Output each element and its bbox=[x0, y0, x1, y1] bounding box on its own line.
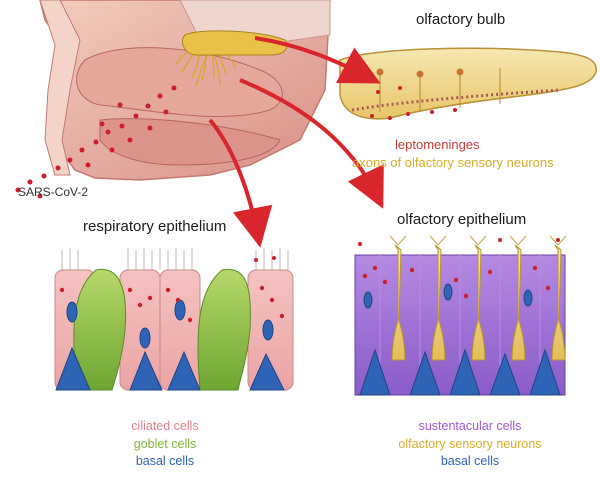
label-sars-cov-2: SARS-CoV-2 bbox=[18, 185, 89, 199]
legend-ciliated-cells: ciliated cells bbox=[131, 419, 199, 433]
virus-particles-respiratory bbox=[59, 256, 285, 323]
legend-respiratory: ciliated cells goblet cells basal cells bbox=[100, 420, 230, 468]
label-respiratory-epithelium: respiratory epithelium bbox=[83, 218, 227, 235]
legend-basal-cells-left: basal cells bbox=[135, 454, 195, 468]
arrow-to-respiratory-epithelium bbox=[208, 118, 273, 248]
legend-basal-cells-right: basal cells bbox=[440, 454, 500, 468]
label-olfactory-epithelium: olfactory epithelium bbox=[397, 211, 527, 228]
arrow-to-olfactory-epithelium bbox=[239, 78, 384, 209]
nasal-cavity-illustration bbox=[15, 0, 331, 199]
label-leptomeninges: leptomeninges bbox=[395, 137, 480, 152]
olfactory-bulb-detail bbox=[339, 47, 598, 120]
legend-sustentacular-cells: sustentacular cells bbox=[418, 419, 522, 433]
label-axons: axons of olfactory sensory neurons bbox=[352, 155, 554, 170]
legend-goblet-cells: goblet cells bbox=[133, 436, 197, 451]
label-olfactory-bulb: olfactory bulb bbox=[416, 11, 506, 28]
virus-particles-airway bbox=[15, 85, 177, 199]
olfactory-epithelium-panel bbox=[354, 235, 567, 396]
arrow-to-bulb bbox=[254, 36, 381, 84]
olfactory-bulb-small bbox=[182, 30, 288, 56]
respiratory-epithelium-panel bbox=[54, 248, 294, 391]
legend-olfactory-sensory-neurons: olfactory sensory neurons bbox=[398, 436, 542, 451]
legend-olfactory: sustentacular cells olfactory sensory ne… bbox=[375, 420, 565, 468]
virus-particles-olfactory bbox=[358, 238, 560, 299]
virus-particles-bulb bbox=[370, 86, 457, 120]
